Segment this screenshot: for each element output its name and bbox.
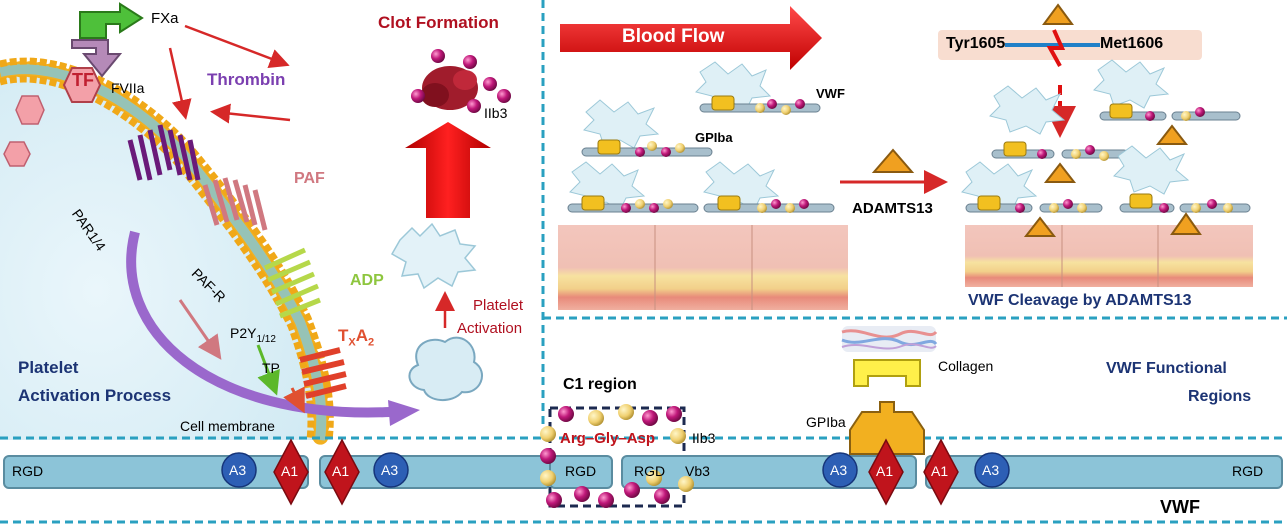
- functional-regions-title-1: VWF Functional: [1106, 360, 1227, 377]
- gpiba-top-label: GPIba: [695, 130, 733, 145]
- a1-domain-3: [868, 438, 904, 506]
- tyr-label: Tyr1605: [946, 35, 1006, 52]
- c1-iib3-label: IIb3: [692, 430, 716, 446]
- vwf-strands-left: [567, 61, 835, 213]
- rgd-label-left: RGD: [12, 463, 44, 479]
- a3-label-2: A3: [381, 462, 399, 478]
- met-label: Met1606: [1100, 35, 1164, 52]
- a3-domain-collagen-binder: [853, 359, 921, 387]
- c1-region-label: C1 region: [563, 376, 637, 393]
- clot-up-arrow: [405, 122, 491, 218]
- a1-label-4: A1: [931, 463, 949, 479]
- cleavage-title: VWF Cleavage by ADAMTS13: [968, 292, 1192, 309]
- a3-label-3: A3: [830, 462, 848, 478]
- paf-arrow: [178, 299, 222, 360]
- adp-arrow: [256, 344, 280, 396]
- vwf-top-label: VWF: [816, 86, 845, 101]
- fviia-label: FVIIa: [111, 80, 145, 96]
- a1-label-2: A1: [332, 463, 350, 479]
- gpiba-bottom-label: GPIba: [806, 414, 846, 430]
- a1-domain-1: [273, 438, 309, 506]
- platelet-activation-label-1: Platelet: [473, 297, 524, 314]
- tf-label: TF: [72, 70, 94, 90]
- txa2-label: TXA2: [338, 326, 375, 349]
- rgd-label-c1b: RGD: [634, 463, 666, 479]
- activated-platelet: [390, 222, 477, 290]
- a1-label-3: A1: [876, 463, 894, 479]
- a3-domain-1: [221, 452, 257, 488]
- a1-domain-4: [923, 438, 959, 506]
- clot-iib3-label: IIb3: [484, 105, 508, 121]
- left-panel-title-1: Platelet: [18, 358, 79, 377]
- vb3-label: Vb3: [685, 463, 710, 479]
- rgd-label-c1a: RGD: [565, 463, 597, 479]
- paf-label: PAF: [294, 170, 325, 187]
- resting-platelet: [408, 336, 483, 401]
- a1-label-1: A1: [281, 463, 299, 479]
- lightning-bolt: [1046, 29, 1066, 67]
- a3-label-1: A3: [229, 462, 247, 478]
- platelet-activation-label-2: Activation: [457, 320, 523, 337]
- adp-label: ADP: [350, 272, 384, 289]
- a3-domain-2: [373, 452, 409, 488]
- gpiba-receptor: [849, 401, 925, 455]
- p2y-receptor: [263, 247, 321, 319]
- clot-formation-label: Clot Formation: [378, 13, 499, 32]
- fxa-label: FXa: [151, 10, 179, 27]
- adamts13-label: ADAMTS13: [852, 200, 933, 217]
- a1-domain-2: [324, 438, 360, 506]
- a3-domain-4: [974, 452, 1010, 488]
- left-panel-title-2: Activation Process: [18, 386, 172, 405]
- fxa-complex: [3, 2, 144, 167]
- vessel-wall-right: [965, 225, 1253, 287]
- tp-label: TP: [262, 360, 280, 376]
- functional-regions-title-2: Regions: [1188, 388, 1252, 405]
- cell-membrane-label: Cell membrane: [180, 418, 275, 434]
- adamts13-enzyme: [871, 148, 915, 173]
- p2y-label: P2Y1/12: [230, 325, 276, 345]
- fxa-to-thrombin-arrow: [184, 24, 290, 69]
- blood-flow-arrow: [560, 6, 822, 70]
- fxa-to-par-arrow: [168, 47, 192, 120]
- collagen-fiber: [841, 326, 938, 352]
- a3-domain-3: [822, 452, 858, 488]
- clot: [411, 49, 511, 113]
- activation-purple-arrow: [126, 230, 391, 418]
- thrombin-to-par-arrow: [210, 103, 291, 124]
- rgd-label-right: RGD: [1232, 463, 1264, 479]
- rgd-sequence-label: Arg–Gly–Asp: [560, 430, 656, 447]
- vessel-wall-left: [558, 225, 848, 310]
- tp-arrow: [283, 386, 305, 414]
- a3-label-4: A3: [982, 462, 1000, 478]
- thrombin-label: Thrombin: [207, 70, 286, 89]
- cleavage-enzyme: [1042, 3, 1074, 25]
- collagen-label: Collagen: [938, 358, 994, 374]
- paf-receptor: [202, 177, 268, 231]
- par-receptor: [127, 124, 201, 181]
- vwf-bar-label: VWF: [1160, 497, 1200, 517]
- blood-flow-label: Blood Flow: [622, 26, 725, 47]
- c1-ring: [540, 404, 694, 508]
- vwf-strands-right: [961, 59, 1251, 237]
- tp-receptor: [299, 347, 347, 399]
